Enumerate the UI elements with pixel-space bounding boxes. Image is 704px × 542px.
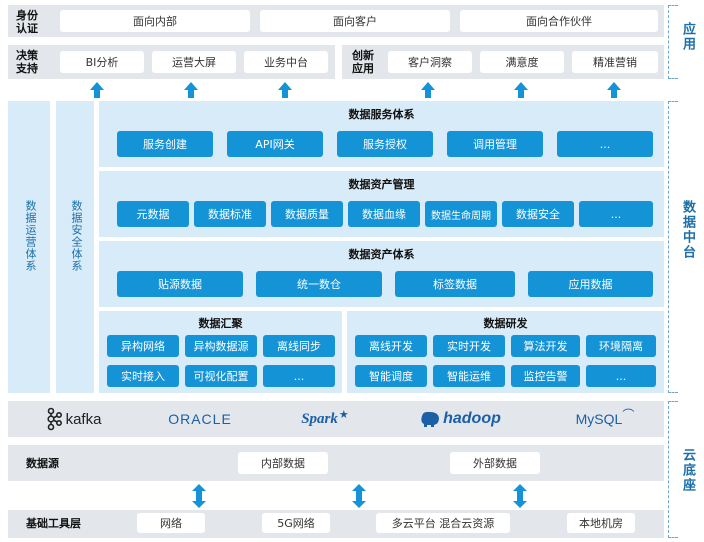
asset-unified-warehouse[interactable]: 统一数仓 (256, 271, 382, 297)
innovation-label: 创新应用 (352, 49, 374, 75)
asset-more[interactable]: ... (579, 201, 653, 227)
data-development-title: 数据研发 (483, 317, 528, 330)
up-arrow-icon (514, 82, 528, 98)
double-arrow-icon (352, 484, 366, 508)
application-bracket (668, 5, 678, 79)
tech-logo-band (8, 401, 664, 437)
infra-multi-cloud[interactable]: 多云平台 混合云资源 (376, 513, 510, 533)
kafka-icon (46, 407, 62, 431)
data-aggregation-title: 数据汇聚 (198, 317, 243, 330)
asset-lifecycle[interactable]: 数据生命周期 (425, 201, 497, 227)
service-create[interactable]: 服务创建 (117, 131, 213, 157)
service-authorize[interactable]: 服务授权 (337, 131, 433, 157)
infra-local-room[interactable]: 本地机房 (567, 513, 635, 533)
asset-management-title: 数据资产管理 (348, 178, 415, 191)
infra-network[interactable]: 网络 (137, 513, 205, 533)
dev-more[interactable]: ... (586, 365, 656, 387)
asset-source-data[interactable]: 贴源数据 (117, 271, 243, 297)
double-arrow-icon (513, 484, 527, 508)
oracle-text: ORACLE (168, 411, 232, 427)
asset-metadata[interactable]: 元数据 (117, 201, 189, 227)
decision-business[interactable]: 业务中台 (244, 51, 328, 73)
asset-app-data[interactable]: 应用数据 (528, 271, 653, 297)
side-label-cloud-base: 云底座 (680, 448, 695, 493)
infrastructure-band (8, 510, 664, 538)
asset-security[interactable]: 数据安全 (502, 201, 574, 227)
agg-more[interactable]: ... (263, 365, 335, 387)
agg-offline-sync[interactable]: 离线同步 (263, 335, 335, 357)
data-source-label: 数据源 (26, 457, 59, 470)
asset-tag-data[interactable]: 标签数据 (395, 271, 515, 297)
dev-monitor-alert[interactable]: 监控告警 (511, 365, 580, 387)
agg-visual-config[interactable]: 可视化配置 (185, 365, 257, 387)
hadoop-elephant-icon (421, 411, 440, 427)
up-arrow-icon (184, 82, 198, 98)
spark-text: Spark (301, 410, 338, 427)
operation-column (8, 101, 50, 393)
infrastructure-label: 基础工具层 (26, 517, 81, 530)
security-column-label: 数据安全体系 (70, 200, 83, 272)
up-arrows (90, 82, 621, 98)
identity-internal[interactable]: 面向内部 (60, 10, 250, 32)
kafka-logo: kafka (28, 405, 118, 433)
data-source-external[interactable]: 外部数据 (450, 452, 540, 474)
up-arrow-icon (90, 82, 104, 98)
infra-5g[interactable]: 5G网络 (262, 513, 330, 533)
double-arrows (192, 484, 527, 508)
security-column (56, 101, 94, 393)
agg-realtime[interactable]: 实时接入 (107, 365, 179, 387)
decision-screen[interactable]: 运营大屏 (152, 51, 236, 73)
agg-hetero-source[interactable]: 异构数据源 (185, 335, 257, 357)
spark-logo: Spark ★ (285, 404, 365, 434)
dev-smart-ops[interactable]: 智能运维 (433, 365, 505, 387)
identity-partner[interactable]: 面向合作伙伴 (460, 10, 658, 32)
mysql-text: MySQL (575, 411, 623, 427)
side-label-application: 应用 (680, 22, 695, 52)
side-label-data-platform: 数据中台 (680, 200, 695, 260)
up-arrow-icon (607, 82, 621, 98)
mysql-dolphin-icon: ⌒ (622, 407, 635, 422)
service-call-manage[interactable]: 调用管理 (447, 131, 543, 157)
innovation-satisfaction[interactable]: 满意度 (480, 51, 564, 73)
double-arrow-icon (192, 484, 206, 508)
data-service-title: 数据服务体系 (348, 108, 415, 121)
decision-label: 决策支持 (16, 49, 38, 75)
service-more[interactable]: ... (557, 131, 653, 157)
spark-star-icon: ★ (338, 407, 349, 421)
dev-env-isolation[interactable]: 环境隔离 (586, 335, 656, 357)
dev-realtime[interactable]: 实时开发 (433, 335, 505, 357)
up-arrow-icon (421, 82, 435, 98)
asset-system-title: 数据资产体系 (348, 248, 415, 261)
innovation-insight[interactable]: 客户洞察 (388, 51, 472, 73)
kafka-text: kafka (65, 410, 102, 428)
identity-label: 身份认证 (16, 9, 38, 35)
hadoop-logo: hadoop (405, 404, 515, 434)
asset-lineage[interactable]: 数据血缘 (348, 201, 420, 227)
operation-column-label: 数据运营体系 (24, 200, 37, 272)
innovation-marketing[interactable]: 精准营销 (572, 51, 658, 73)
hadoop-text: hadoop (443, 410, 501, 427)
oracle-logo: ORACLE (150, 405, 250, 433)
data-source-band (8, 445, 664, 481)
agg-hetero-network[interactable]: 异构网络 (107, 335, 179, 357)
dev-smart-schedule[interactable]: 智能调度 (355, 365, 427, 387)
asset-standard[interactable]: 数据标准 (194, 201, 266, 227)
asset-quality[interactable]: 数据质量 (271, 201, 343, 227)
up-arrow-icon (278, 82, 292, 98)
dev-offline[interactable]: 离线开发 (355, 335, 427, 357)
identity-customer[interactable]: 面向客户 (260, 10, 450, 32)
data-source-internal[interactable]: 内部数据 (238, 452, 328, 474)
service-api-gateway[interactable]: API网关 (227, 131, 323, 157)
cloud-base-bracket (668, 401, 678, 538)
data-platform-bracket (668, 101, 678, 393)
decision-bi[interactable]: BI分析 (60, 51, 144, 73)
dev-algorithm[interactable]: 算法开发 (511, 335, 580, 357)
mysql-logo: MySQL ⌒ (570, 405, 640, 433)
